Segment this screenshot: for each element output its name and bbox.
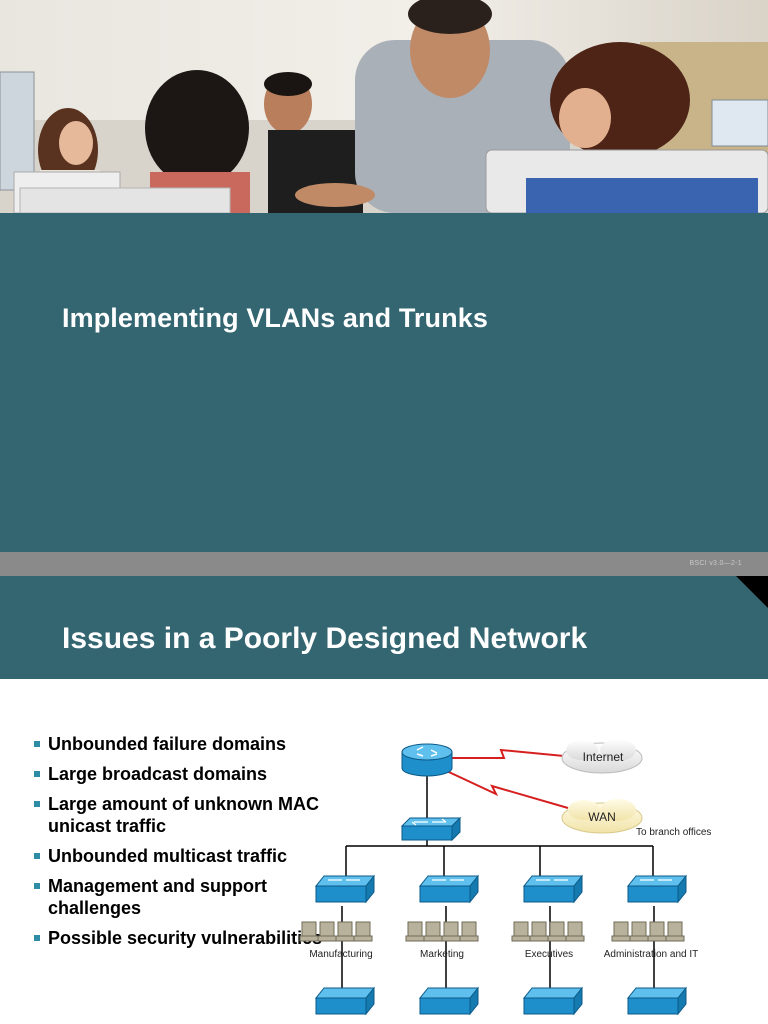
bullet-item: Management and support challenges <box>34 875 324 919</box>
bullet-item: Unbounded multicast traffic <box>34 845 324 867</box>
department-label: Executives <box>525 949 573 960</box>
slide2-header-band <box>0 576 768 679</box>
bullet-item: Unbounded failure domains <box>34 733 324 755</box>
department-label: Manufacturing <box>309 949 372 960</box>
department-label: Marketing <box>420 949 464 960</box>
wan-cloud-icon <box>561 799 643 834</box>
workstation-group-icon <box>511 921 585 942</box>
workstation-group-icon <box>611 921 685 942</box>
internet-cloud-icon <box>561 739 643 774</box>
department-label: Administration and IT <box>604 949 699 960</box>
access-switch-icon <box>522 874 584 904</box>
title-slide-background <box>0 213 768 552</box>
internet-link-line <box>452 748 565 759</box>
access-switch-icon <box>522 986 584 1016</box>
branch-offices-label: To branch offices <box>636 827 711 838</box>
title-slide-heading: Implementing VLANs and Trunks <box>62 303 488 333</box>
workstation-group-icon <box>405 921 479 942</box>
issues-bullet-list: Unbounded failure domains Large broadcas… <box>34 733 324 957</box>
core-switch-icon <box>400 816 462 842</box>
slide2-heading: Issues in a Poorly Designed Network <box>62 622 588 655</box>
slide-number-label: BSCI v3.0—2-1 <box>689 560 742 567</box>
access-switch-icon <box>314 986 376 1016</box>
bullet-item: Large broadcast domains <box>34 763 324 785</box>
wan-label: WAN <box>588 810 616 824</box>
access-switch-icon <box>418 986 480 1016</box>
network-diagram: Internet WAN To branch offices <box>299 739 711 1016</box>
bullet-item: Possible security vulnerabilities <box>34 927 324 949</box>
workstation-group-icon <box>299 921 373 942</box>
bullet-item: Large amount of unknown MAC unicast traf… <box>34 793 324 837</box>
office-photo-illustration <box>0 0 768 213</box>
access-switch-icon <box>314 874 376 904</box>
access-switch-icon <box>626 874 688 904</box>
wan-link-line <box>435 765 569 809</box>
access-switch-icon <box>626 986 688 1016</box>
slide-footer-bar: BSCI v3.0—2-1 <box>0 552 768 576</box>
router-icon <box>401 743 453 777</box>
access-switch-icon <box>418 874 480 904</box>
internet-label: Internet <box>583 750 624 764</box>
header-photo <box>0 0 768 213</box>
corner-triangle-decoration <box>736 576 768 608</box>
